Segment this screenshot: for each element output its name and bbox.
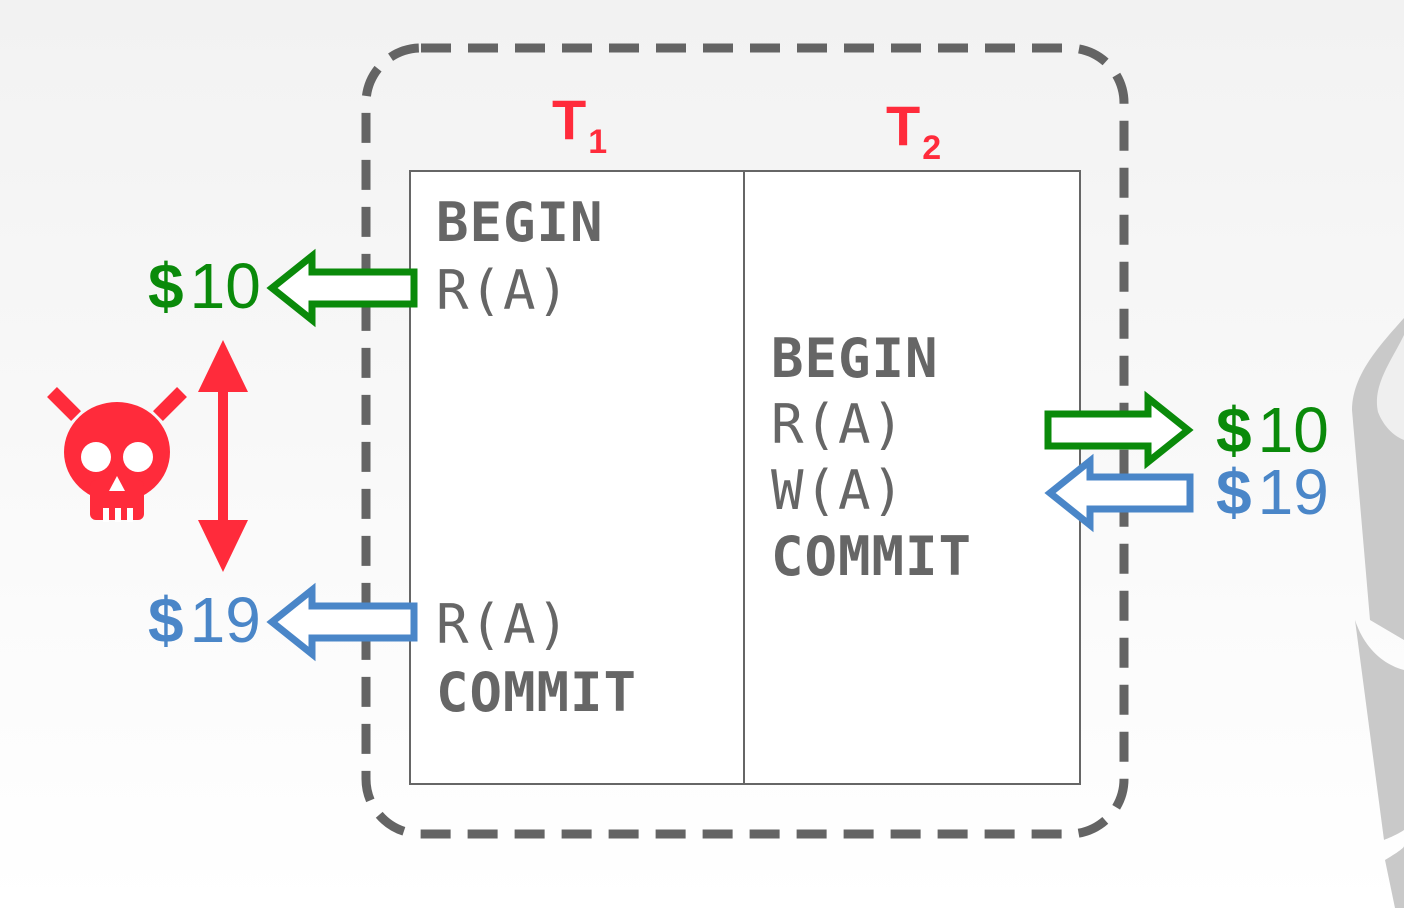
skull-crossbones-icon: [47, 387, 187, 527]
t1-subscript: 1: [588, 123, 608, 161]
read-arrow-left-bottom: [266, 582, 418, 662]
t1-label: T: [552, 88, 587, 151]
t2-op-commit: COMMIT: [771, 525, 973, 588]
t2-label: T: [886, 94, 921, 157]
t2-op-read: R(A): [771, 393, 906, 456]
t2-op-begin: BEGIN: [771, 327, 939, 390]
write-arrow-right: [1044, 453, 1194, 533]
left-value-second-read: $19: [148, 588, 261, 652]
amount: 10: [189, 250, 261, 322]
database-icon: [1352, 318, 1404, 908]
t1-op-read-2: R(A): [436, 593, 571, 656]
dollar-sign: $: [148, 584, 184, 656]
left-value-first-read: $10: [148, 254, 261, 318]
amount: 19: [1257, 456, 1329, 528]
t1-op-commit: COMMIT: [436, 661, 638, 724]
t1-op-begin: BEGIN: [436, 191, 604, 254]
amount: 10: [1257, 394, 1329, 466]
right-value-read: $10: [1216, 398, 1329, 462]
amount: 19: [189, 584, 261, 656]
t2-header: T2: [886, 98, 942, 167]
dollar-sign: $: [148, 250, 184, 322]
t1-op-read-1: R(A): [436, 259, 571, 322]
dollar-sign: $: [1216, 394, 1252, 466]
conflict-double-arrow: [198, 340, 248, 572]
t1-header: T1: [552, 92, 608, 161]
right-value-write: $19: [1216, 460, 1329, 524]
read-arrow-left-top: [266, 248, 418, 328]
read-arrow-right: [1044, 390, 1194, 470]
t2-op-write: W(A): [771, 459, 906, 522]
t2-subscript: 2: [922, 129, 942, 167]
dollar-sign: $: [1216, 456, 1252, 528]
